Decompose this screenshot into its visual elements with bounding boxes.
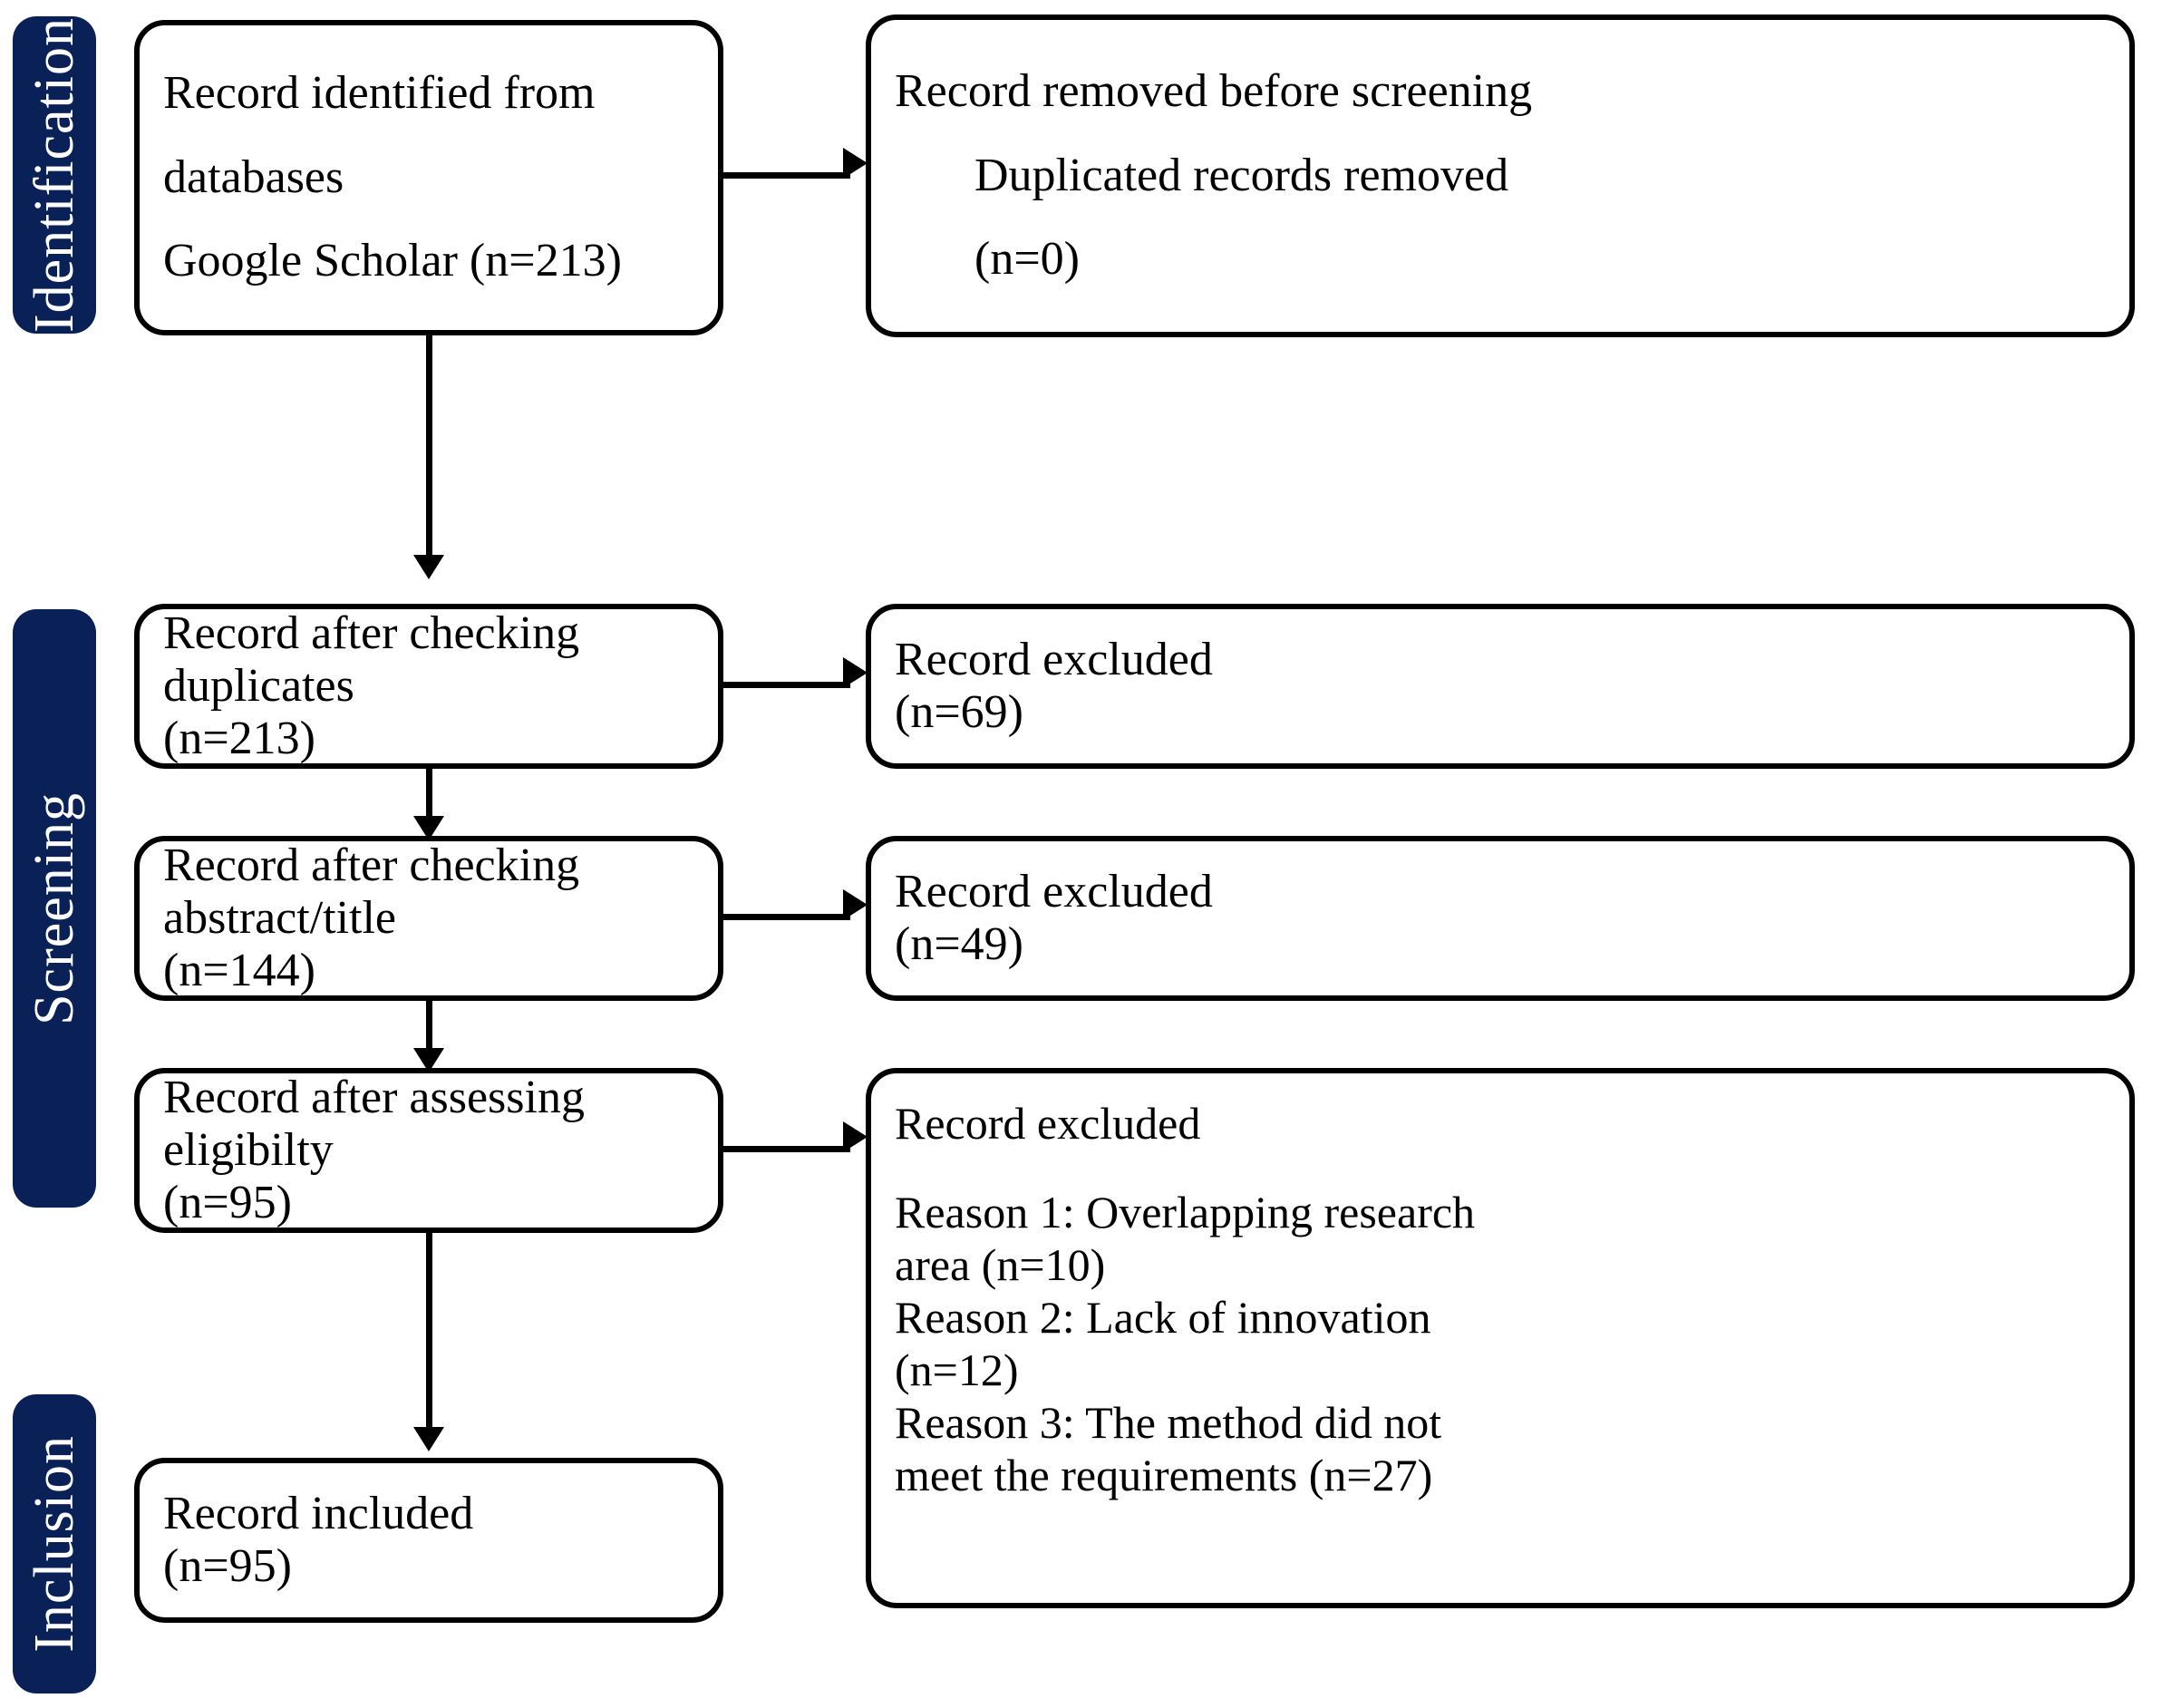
connector-after-eligibility-to-included <box>426 1233 432 1434</box>
box-records-after-eligibility: Record after assessing eligibilty (n=95) <box>134 1068 723 1233</box>
box-records-excluded-duplicates: Record excluded (n=69) <box>866 604 2135 769</box>
box-line: databases <box>163 150 344 203</box>
stage-label-screening: Screening <box>24 791 85 1025</box>
box-line: (n=12) <box>895 1344 1019 1395</box>
box-line: Reason 2: Lack of innovation <box>895 1292 1431 1343</box>
box-records-after-duplicates: Record after checking duplicates (n=213) <box>134 604 723 769</box>
arrowhead-after-abstract-title-to-excluded <box>843 889 868 920</box>
box-line: (n=95) <box>163 1177 292 1229</box>
connector-after-abstract-title-to-excluded <box>723 914 850 920</box>
arrowhead-identified-to-after-duplicates <box>413 555 444 579</box>
connector-identified-to-removed <box>723 172 850 179</box>
arrowhead-after-eligibility-to-included <box>413 1427 444 1451</box>
box-line: meet the requirements (n=27) <box>895 1450 1433 1500</box>
connector-identified-to-after-duplicates <box>426 335 432 562</box>
arrowhead-identified-to-removed <box>843 148 868 179</box>
box-line: (n=144) <box>163 945 315 997</box>
box-line: Record after checking abstract/title <box>163 839 592 944</box>
box-line: Record excluded <box>895 633 1213 685</box>
stage-bar-screening: Screening <box>13 609 96 1208</box>
connector-after-abstract-title-to-eligibility <box>426 1001 432 1057</box>
box-records-excluded-abstract-title: Record excluded (n=49) <box>866 836 2135 1001</box>
box-records-included: Record included (n=95) <box>134 1458 723 1623</box>
box-records-removed-before-screening: Record removed before screening Duplicat… <box>866 15 2135 337</box>
stage-label-identification: Identification <box>24 17 85 333</box>
box-records-identified: Record identified from databases Google … <box>134 20 723 335</box>
box-line: Record included <box>163 1487 474 1539</box>
stage-label-inclusion: Inclusion <box>24 1435 85 1653</box>
box-heading: Record excluded <box>895 1098 1201 1149</box>
box-line: Record after assessing eligibilty <box>163 1071 596 1176</box>
stage-bar-identification: Identification <box>13 16 96 334</box>
arrowhead-after-duplicates-to-excluded <box>843 657 868 688</box>
spacer <box>895 1150 2106 1186</box>
stage-bar-inclusion: Inclusion <box>13 1394 96 1693</box>
box-line: (n=213) <box>163 713 315 765</box>
box-line: (n=95) <box>163 1540 292 1592</box>
connector-after-duplicates-to-abstract-title <box>426 769 432 825</box>
connector-after-duplicates-to-excluded <box>723 682 850 688</box>
box-line: Record removed before screening <box>895 65 1533 118</box>
connector-after-eligibility-to-excluded <box>723 1146 850 1152</box>
box-line: Duplicated records removed <box>974 149 1509 201</box>
box-line: Record after checking duplicates <box>163 607 592 712</box>
box-line: Record identified from <box>163 67 596 120</box>
box-line: (n=0) <box>974 233 1080 286</box>
box-line: Google Scholar (n=213) <box>163 235 622 287</box>
box-line: Reason 3: The method did not <box>895 1397 1442 1448</box>
box-line: Reason 1: Overlapping research <box>895 1187 1476 1237</box>
box-line: Record excluded <box>895 865 1213 917</box>
arrowhead-after-eligibility-to-excluded <box>843 1121 868 1152</box>
box-records-after-abstract-title: Record after checking abstract/title (n=… <box>134 836 723 1001</box>
box-records-excluded-with-reasons: Record excluded Reason 1: Overlapping re… <box>866 1068 2135 1608</box>
box-line: (n=69) <box>895 686 1023 738</box>
box-line: area (n=10) <box>895 1239 1106 1290</box>
box-line: (n=49) <box>895 918 1023 970</box>
